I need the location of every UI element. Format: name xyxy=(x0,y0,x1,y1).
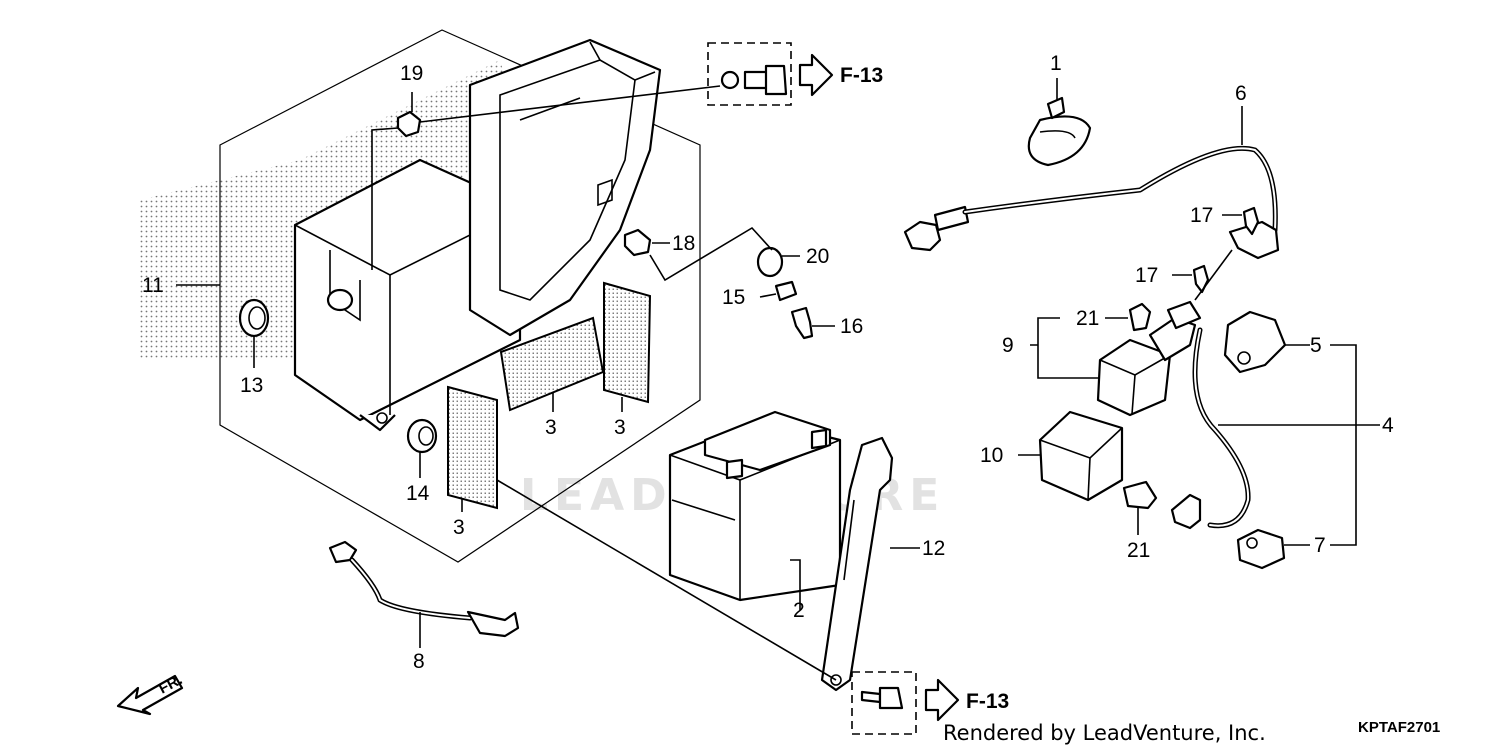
clamp-1 xyxy=(1027,78,1092,167)
clip-18 xyxy=(623,228,670,257)
callout-2: 2 xyxy=(793,599,805,622)
callout-10: 10 xyxy=(980,444,1003,467)
pad-3-right xyxy=(603,281,652,412)
callout-17-upper: 17 xyxy=(1190,204,1213,227)
callout-17-lower: 17 xyxy=(1135,264,1158,287)
callout-12: 12 xyxy=(922,537,945,560)
ref-box-bottom xyxy=(851,671,917,735)
callout-20: 20 xyxy=(806,245,829,268)
callout-4: 4 xyxy=(1382,414,1394,437)
connector-21-lower xyxy=(1122,480,1158,535)
ref-label-bottom: F-13 xyxy=(966,690,1009,713)
bracket-9 xyxy=(1030,317,1098,379)
callout-15: 15 xyxy=(722,286,745,309)
connector-21-upper xyxy=(1105,302,1152,332)
starter-relay-9 xyxy=(1096,300,1202,417)
callout-3-right: 3 xyxy=(614,416,626,439)
battery-band-12 xyxy=(820,436,920,692)
ref-label-top: F-13 xyxy=(840,64,883,87)
callout-1: 1 xyxy=(1050,52,1062,75)
grommet-13 xyxy=(238,298,270,368)
arrow-ref-top xyxy=(798,53,834,97)
pad-3-left xyxy=(447,385,498,512)
wire-harness-4 xyxy=(1170,249,1380,530)
ground-cable-8 xyxy=(328,540,520,648)
callout-21-upper: 21 xyxy=(1076,307,1099,330)
arrow-ref-bottom xyxy=(924,678,960,722)
drawing-code: KPTAF2701 xyxy=(1358,719,1440,736)
bolt-17-upper xyxy=(1222,206,1260,236)
credit-text: Rendered by LeadVenture, Inc. xyxy=(943,721,1266,745)
grommet-20 xyxy=(649,226,800,282)
cap-7 xyxy=(1236,528,1310,570)
callout-8: 8 xyxy=(413,650,425,673)
callout-14: 14 xyxy=(406,482,430,505)
battery-cover xyxy=(468,38,662,337)
ref-box-top xyxy=(707,42,792,106)
battery-2 xyxy=(668,410,842,610)
unit-10 xyxy=(1018,410,1124,502)
bolt-16 xyxy=(790,306,835,340)
cable-6 xyxy=(903,106,1280,260)
washer-screw-top xyxy=(720,64,788,96)
callout-3-middle: 3 xyxy=(545,416,557,439)
front-arrow-icon: FR. xyxy=(116,671,185,716)
callout-11: 11 xyxy=(142,274,164,297)
collar-15 xyxy=(759,280,798,302)
leader-pad-band xyxy=(496,479,837,681)
callout-13: 13 xyxy=(240,374,263,397)
grommet-14 xyxy=(406,418,438,478)
callout-3-left: 3 xyxy=(453,516,465,539)
battery-box xyxy=(293,158,522,432)
bolt-17-lower xyxy=(1172,264,1210,294)
callout-19: 19 xyxy=(400,62,423,85)
callout-9: 9 xyxy=(1002,334,1014,357)
callout-16: 16 xyxy=(840,315,863,338)
battery-box-frame xyxy=(219,29,701,563)
nut-19 xyxy=(371,85,721,270)
bolt-bottom xyxy=(860,686,904,710)
callout-5: 5 xyxy=(1310,334,1322,357)
callout-6: 6 xyxy=(1235,82,1247,105)
bracket-5-4-7 xyxy=(1330,344,1357,546)
callout-18: 18 xyxy=(672,232,695,255)
callout-21-lower: 21 xyxy=(1127,539,1150,562)
cap-5 xyxy=(1223,310,1310,374)
callout-7: 7 xyxy=(1314,534,1326,557)
